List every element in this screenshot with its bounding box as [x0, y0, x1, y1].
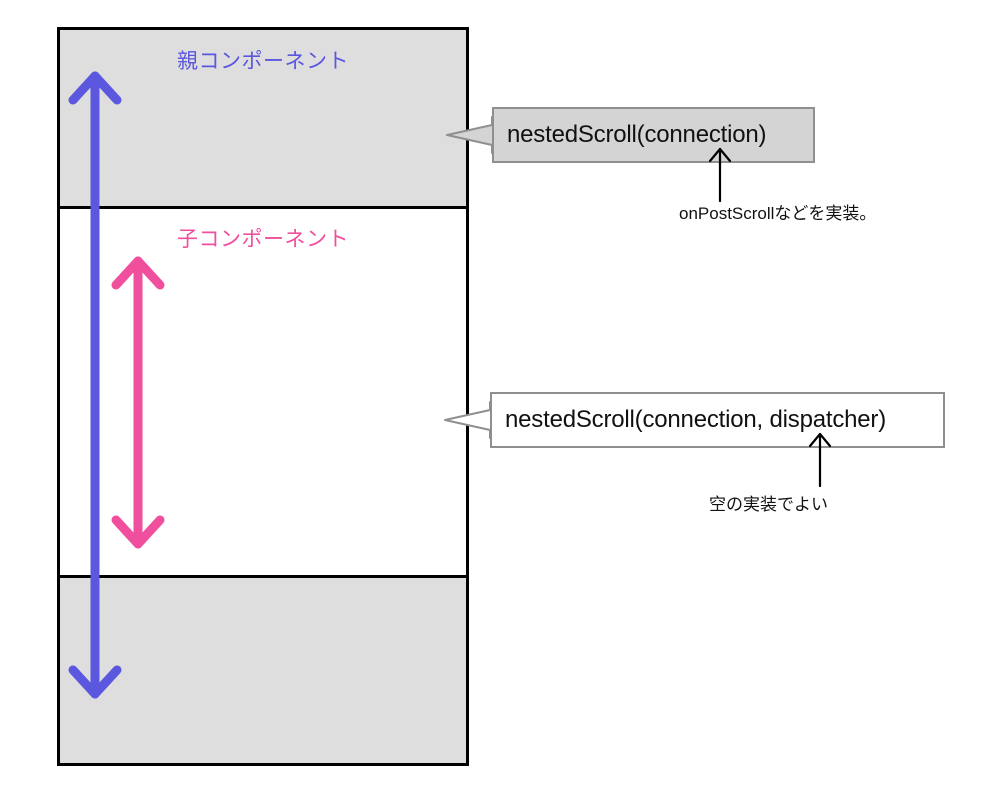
component-stack: 親コンポーネント 子コンポーネント — [57, 27, 469, 766]
callout-child-text: nestedScroll(connection, dispatcher) — [505, 406, 887, 433]
parent-component-bottom-band — [60, 578, 466, 763]
child-callout-note: 空の実装でよい — [709, 495, 828, 514]
child-component-label: 子コンポーネント — [177, 228, 349, 251]
parent-component-top-band: 親コンポーネント — [60, 30, 466, 209]
parent-component-label: 親コンポーネント — [177, 50, 349, 73]
callout-parent-text: nestedScroll(connection) — [507, 121, 767, 148]
parent-callout-note: onPostScrollなどを実装。 — [679, 204, 877, 223]
callout-parent-nested-scroll[interactable]: nestedScroll(connection) — [492, 107, 815, 163]
callout-child-nested-scroll[interactable]: nestedScroll(connection, dispatcher) — [490, 392, 945, 448]
child-component-band: 子コンポーネント — [60, 209, 466, 578]
